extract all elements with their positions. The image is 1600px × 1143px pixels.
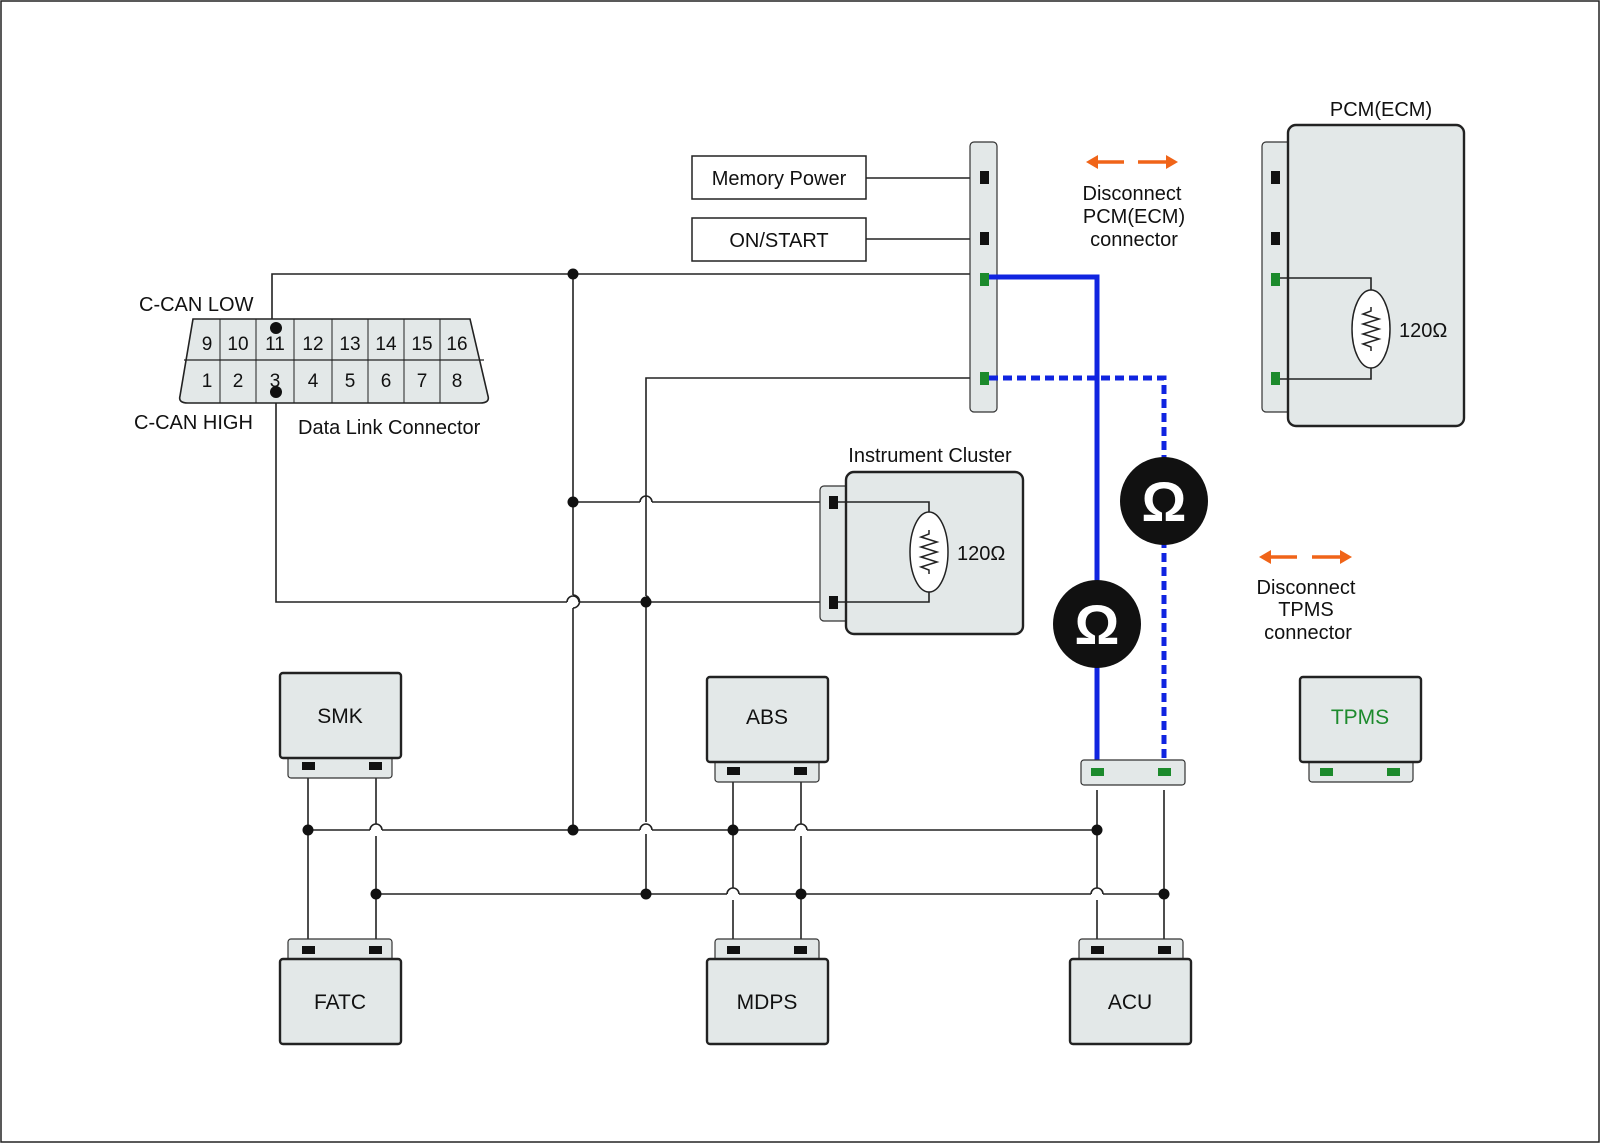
pcm-pin [1271, 232, 1280, 245]
dlc-title: Data Link Connector [298, 417, 481, 439]
dlc-pin-7: 7 [417, 371, 428, 392]
disconnect-arrow-icon [1259, 550, 1352, 564]
ohm-meter-icon: Ω [1120, 457, 1208, 545]
acu-label: ACU [1108, 991, 1152, 1014]
cluster-pin [829, 496, 838, 509]
fatc-pin [369, 946, 382, 954]
mdps-body [705, 957, 830, 1046]
dlc-pin-6: 6 [381, 371, 392, 392]
abs-pin [727, 767, 740, 775]
dlc-pin-12: 12 [302, 334, 323, 355]
can-bus-wires [271, 177, 1165, 948]
dlc-pin-2: 2 [233, 371, 244, 392]
dlc-pin-5: 5 [345, 371, 356, 392]
tpms-note-line2: TPMS [1278, 599, 1334, 621]
pcm-note-line2: PCM(ECM) [1083, 206, 1185, 228]
resistor-icon [909, 511, 949, 593]
dlc-pin-10: 10 [227, 334, 248, 355]
acu-harness-connector [1080, 759, 1186, 786]
on-start-box [691, 217, 867, 262]
tpms-pin [1387, 768, 1400, 776]
smk-module: SMK [278, 671, 403, 779]
tpms-note-line3: connector [1264, 622, 1352, 644]
cluster-title: Instrument Cluster [848, 445, 1012, 467]
pcm-body [1286, 123, 1466, 428]
pcm-harness-pin-can-low [980, 273, 989, 286]
pcm-pin [1271, 171, 1280, 184]
abs-body [705, 675, 830, 764]
tpms-module: TPMS [1298, 675, 1423, 783]
ohm-symbol: Ω [1075, 593, 1120, 656]
on-start-label: ON/START [729, 230, 828, 252]
fatc-label: FATC [314, 991, 366, 1014]
fatc-module: FATC [278, 938, 403, 1046]
abs-label: ABS [746, 706, 788, 729]
pcm-note-line3: connector [1090, 229, 1178, 251]
dlc-pin-1: 1 [202, 371, 213, 392]
acu-harness-strip [1080, 759, 1186, 786]
acu-module: ACU [1068, 938, 1193, 1046]
pcm-harness-pin-can-high [980, 372, 989, 385]
pcm-resistor-value: 120Ω [1399, 320, 1447, 342]
memory-power-box [691, 155, 867, 200]
acu-pin [1158, 946, 1171, 954]
c-can-low-label: C-CAN LOW [139, 294, 254, 316]
dlc-pin-4: 4 [308, 371, 319, 392]
cluster-pin [829, 596, 838, 609]
dlc-pin-8: 8 [452, 371, 463, 392]
dlc-pin-3: 3 [270, 371, 281, 392]
mdps-pin [794, 946, 807, 954]
smk-pin [369, 762, 382, 770]
dlc-pin-15: 15 [411, 334, 432, 355]
abs-pin [794, 767, 807, 775]
dlc-pin-14: 14 [375, 334, 397, 355]
dlc-pin-16: 16 [446, 334, 467, 355]
tpms-note-line1: Disconnect [1257, 577, 1356, 599]
tpms-body [1298, 675, 1423, 764]
pcm-module: PCM(ECM) 120Ω [1261, 99, 1466, 428]
smk-label: SMK [317, 705, 363, 728]
tpms-label: TPMS [1331, 706, 1389, 729]
dlc-pin-9: 9 [202, 334, 213, 355]
dlc-pin-13: 13 [339, 334, 360, 355]
resistor-icon [1351, 289, 1391, 369]
c-can-high-label: C-CAN HIGH [134, 412, 253, 434]
pcm-note-line1: Disconnect [1083, 183, 1182, 205]
pcm-harness-pin [980, 171, 989, 184]
acu-harness-pin-can-low [1091, 768, 1104, 776]
mdps-pin [727, 946, 740, 954]
acu-pin [1091, 946, 1104, 954]
mdps-module: MDPS [705, 938, 830, 1046]
pcm-harness-pin [980, 232, 989, 245]
pcm-pin-can-high [1271, 372, 1280, 385]
can-high-measure-wire [989, 375, 1167, 770]
fatc-body [278, 957, 403, 1046]
acu-harness-pin-can-high [1158, 768, 1171, 776]
data-link-connector: 9 10 11 12 13 14 15 16 1 2 3 4 5 6 7 8 [178, 318, 490, 404]
memory-power-label: Memory Power [712, 168, 847, 190]
acu-body [1068, 957, 1193, 1046]
smk-pin [302, 762, 315, 770]
ohm-meter-icon: Ω [1053, 580, 1141, 668]
ohm-symbol: Ω [1142, 470, 1187, 533]
dlc-pin-11: 11 [265, 334, 285, 355]
disconnect-arrow-icon [1086, 155, 1178, 169]
fatc-pin [302, 946, 315, 954]
smk-body [278, 671, 403, 760]
cluster-resistor-value: 120Ω [957, 543, 1005, 565]
abs-module: ABS [705, 675, 830, 783]
mdps-label: MDPS [737, 991, 798, 1014]
pcm-pin-can-low [1271, 273, 1280, 286]
pcm-title: PCM(ECM) [1330, 99, 1432, 121]
tpms-pin [1320, 768, 1333, 776]
instrument-cluster-module: Instrument Cluster 120Ω [819, 445, 1025, 636]
